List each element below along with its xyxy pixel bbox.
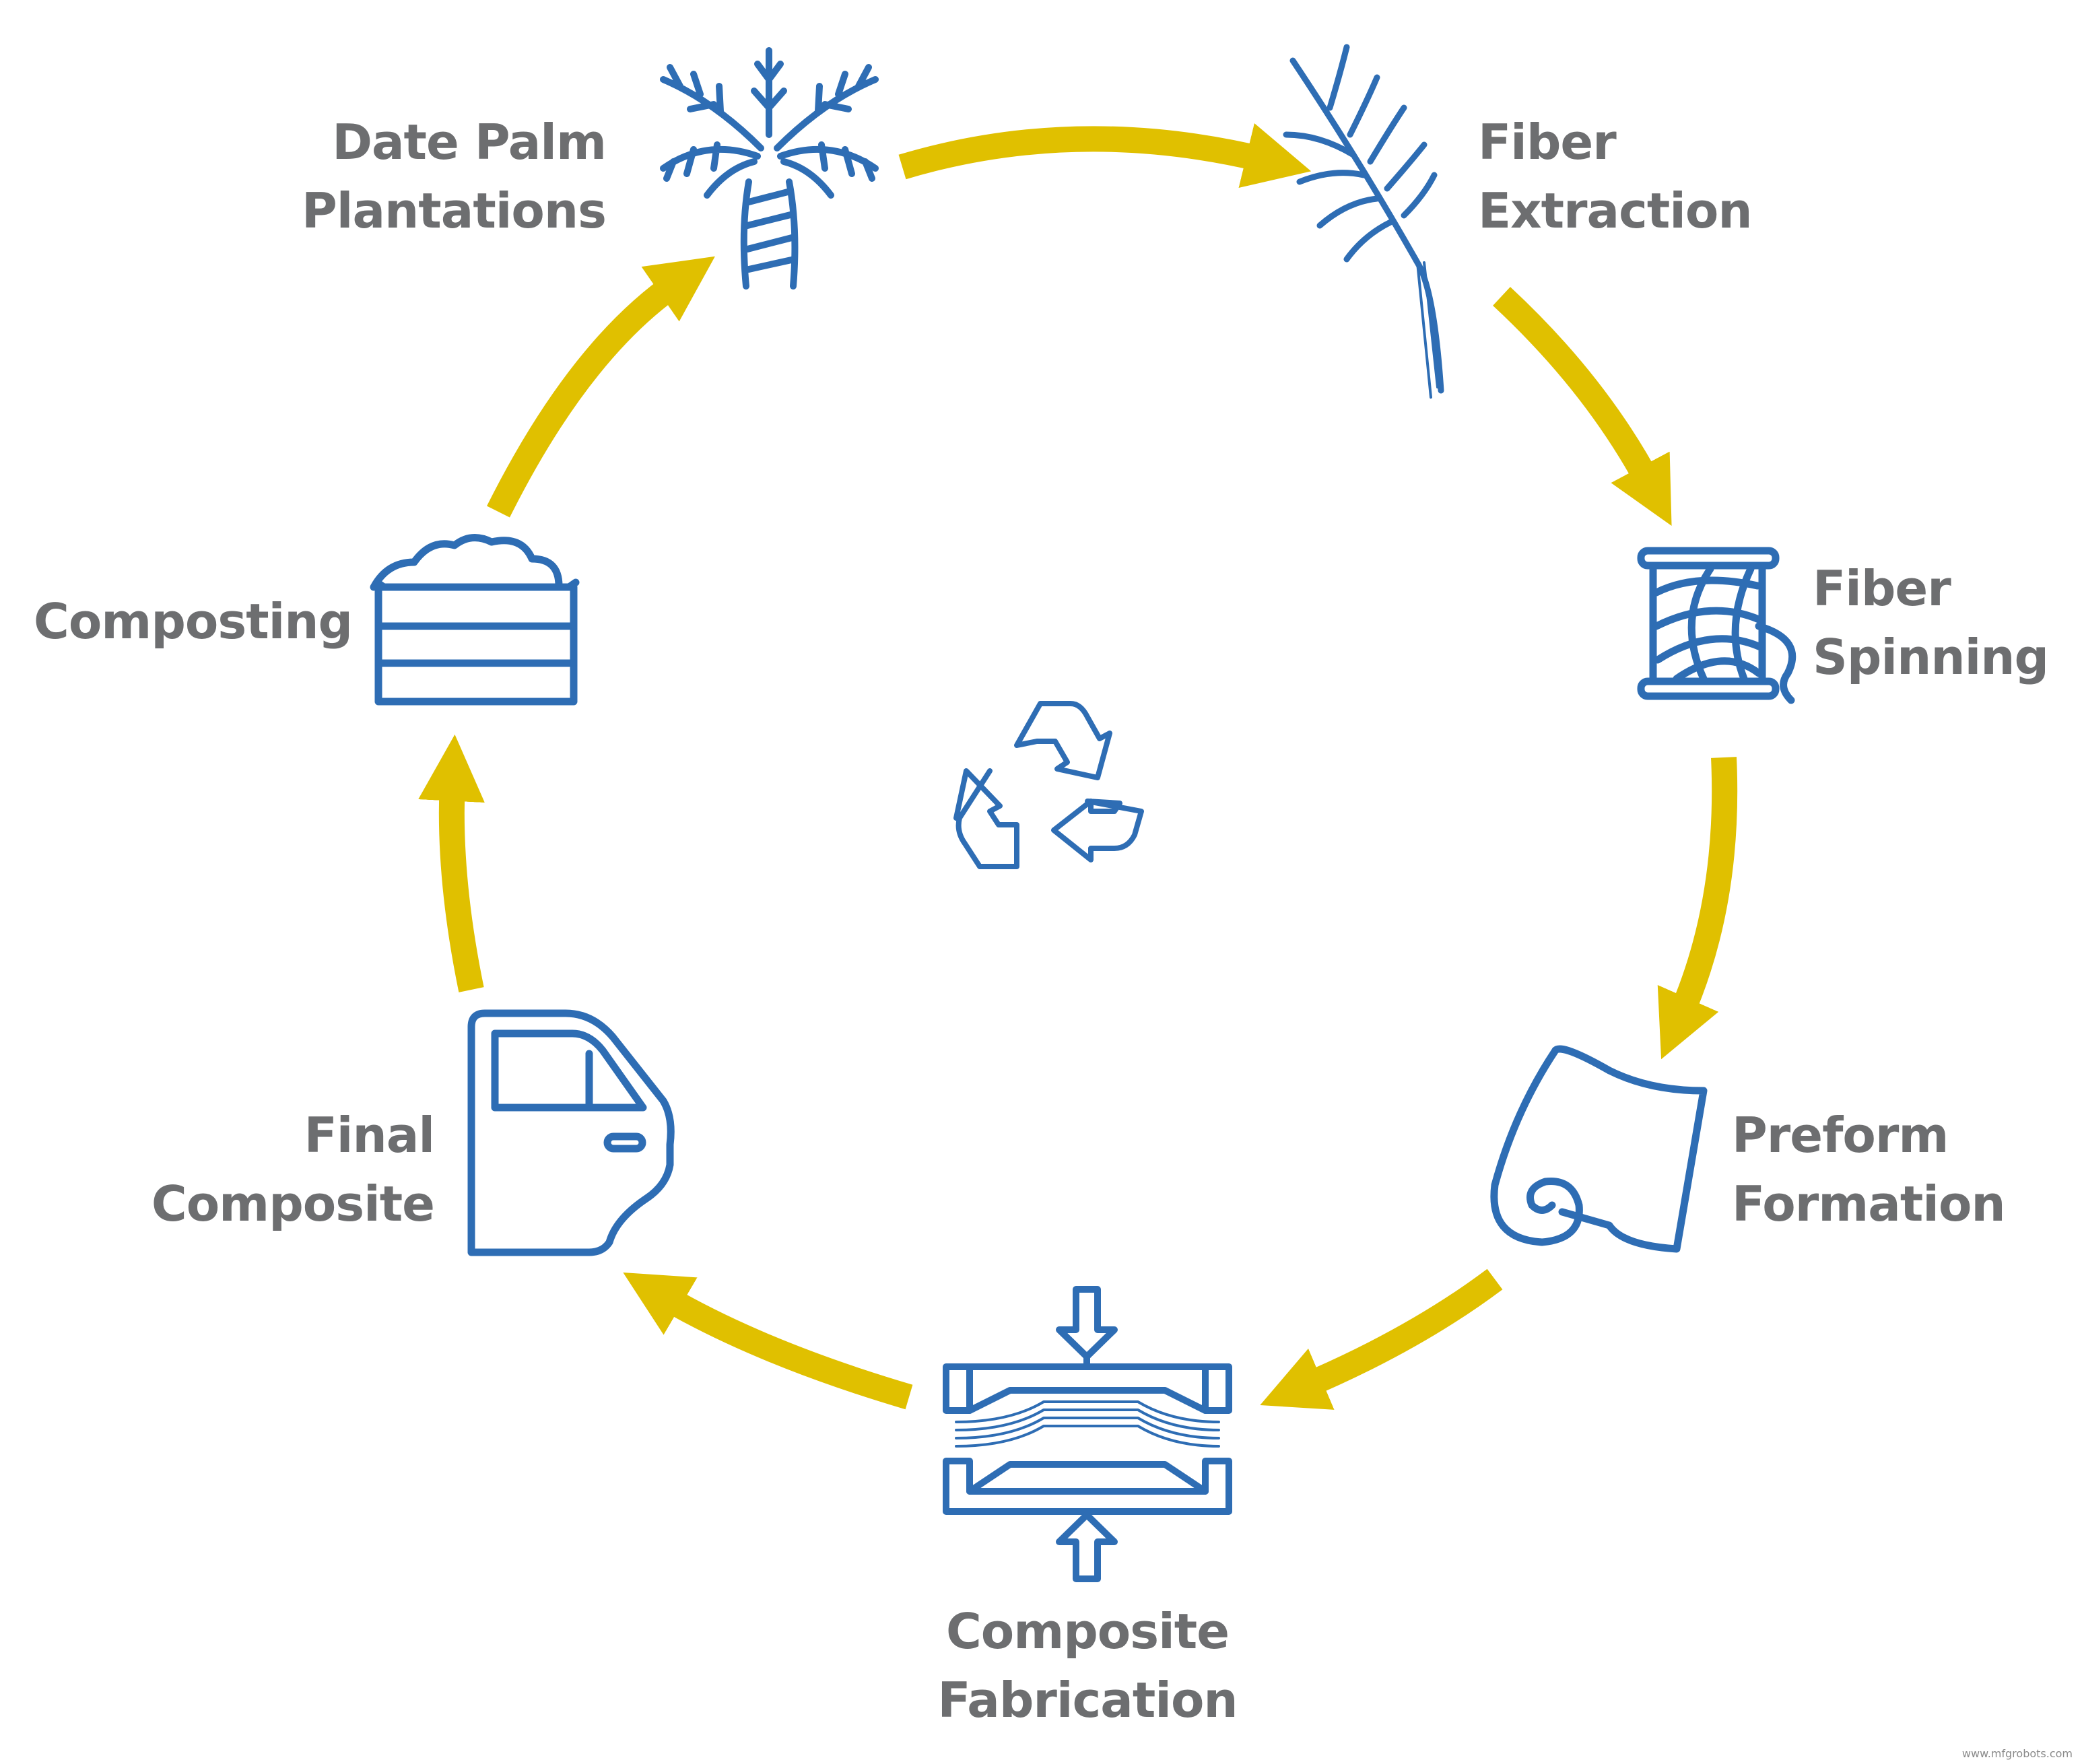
compression-mold-icon: [943, 1286, 1232, 1582]
label-line: Composite: [945, 1603, 1230, 1660]
recycle-icon: [953, 701, 1144, 869]
arrow-composting-to-palm: [487, 256, 715, 518]
label-line: Fabrication: [937, 1672, 1238, 1728]
arrow-final-to-composting: [418, 734, 485, 992]
label-line: Plantations: [302, 182, 607, 239]
fabric-roll-icon: [1490, 1045, 1708, 1253]
label-line: Composite: [151, 1176, 435, 1232]
car-door-icon: [467, 1009, 675, 1256]
arrow-preform-to-fabrication: [1260, 1268, 1503, 1410]
label-line: Preform: [1732, 1107, 1949, 1163]
label-preform-formation: Preform Formation: [1732, 1101, 2006, 1238]
label-line: Date Palm: [332, 114, 607, 170]
label-line: Composting: [34, 593, 353, 650]
label-final-composite: Final Composite: [101, 1101, 435, 1238]
label-date-palm-plantations: Date Palm Plantations: [256, 108, 607, 245]
label-composting: Composting: [34, 587, 353, 656]
label-composite-fabrication: Composite Fabrication: [885, 1597, 1289, 1734]
label-line: Fiber: [1478, 114, 1617, 170]
label-line: Fiber: [1813, 560, 1951, 617]
label-line: Formation: [1732, 1176, 2006, 1232]
label-fiber-spinning: Fiber Spinning: [1813, 554, 2049, 691]
arrow-palm-to-extraction: [898, 123, 1312, 189]
date-palm-tree-icon: [660, 47, 879, 290]
watermark: www.mfgrobots.com: [1961, 1747, 2073, 1760]
arrow-fabrication-to-final: [623, 1273, 913, 1410]
arrow-extraction-to-spinning: [1493, 287, 1672, 527]
label-line: Spinning: [1813, 629, 2049, 685]
label-line: Final: [304, 1107, 435, 1163]
label-fiber-extraction: Fiber Extraction: [1478, 108, 1753, 245]
thread-spool-icon: [1637, 547, 1796, 704]
palm-frond-icon: [1283, 44, 1444, 399]
label-line: Extraction: [1478, 182, 1753, 239]
arrow-spinning-to-preform: [1657, 757, 1738, 1060]
compost-bin-icon: [370, 534, 580, 706]
